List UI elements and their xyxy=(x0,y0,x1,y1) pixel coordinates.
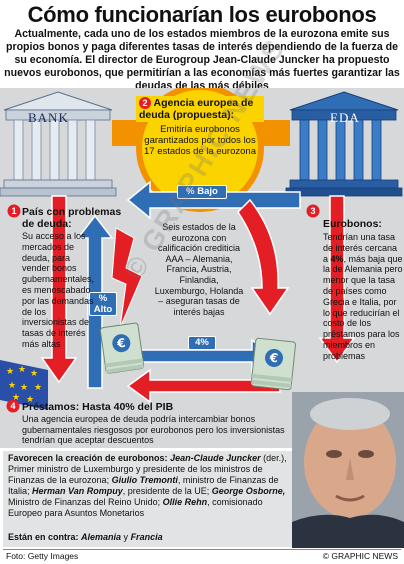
arrow-loans xyxy=(126,368,281,404)
svg-text:€: € xyxy=(115,336,126,351)
arrow-to-money xyxy=(237,198,290,316)
bank-building xyxy=(0,91,117,197)
supporter-2-role: , ministro de Finanzas de Italia; xyxy=(8,475,279,496)
step3-body-pre: Tendrían una tasa de interés cercana a xyxy=(323,232,398,264)
svg-text:★: ★ xyxy=(18,365,26,375)
step1-title-text: País con problemas de deuda: xyxy=(22,206,122,230)
svg-text:★: ★ xyxy=(30,369,38,379)
arrow-bank-down xyxy=(40,195,78,384)
supporter-3: Herman Van Rompuy xyxy=(32,486,123,496)
arrow-zigzag xyxy=(111,227,143,329)
step2-callout: 2 Agencia europea de deuda (propuesta): … xyxy=(136,96,264,159)
supporters-panel xyxy=(3,451,293,547)
eu-flag: ★ ★ ★ ★ ★ ★ ★ ★ xyxy=(0,360,48,410)
juncker-portrait xyxy=(292,392,404,548)
step3-body-post: , más baja que la de Alemania pero menor… xyxy=(323,253,403,361)
step3-badge: 3 xyxy=(307,205,319,217)
opponent-2: Francia xyxy=(130,532,163,542)
publisher-credit: © GRAPHIC NEWS xyxy=(322,551,398,561)
svg-text:★: ★ xyxy=(20,383,28,393)
step1-title: País con problemas de deuda: xyxy=(22,206,122,230)
pill-low: % Bajo xyxy=(177,185,227,199)
eda-label: EDA xyxy=(330,110,360,125)
aaa-states-text: Seis estados de la eurozona con califica… xyxy=(154,222,244,317)
step2-body: Emitiría eurobonos garantizados por todo… xyxy=(144,124,256,158)
footer-rule xyxy=(3,549,401,550)
opponent-1: Alemania xyxy=(81,532,122,542)
step2-title: Agencia europea de deuda (propuesta): xyxy=(139,97,254,122)
step2-title-row: 2 Agencia europea de deuda (propuesta): xyxy=(136,96,264,123)
svg-text:★: ★ xyxy=(12,393,20,403)
svg-text:★: ★ xyxy=(6,367,14,377)
intro-text: Actualmente, cada uno de los estados mie… xyxy=(4,28,400,92)
opponents-text: Están en contra: Alemania y Francia xyxy=(8,532,163,543)
step4-badge: 4 xyxy=(7,400,19,412)
step2-badge: 2 xyxy=(139,97,151,110)
supporter-1-note: (der.), xyxy=(260,453,287,463)
step3-body: Tendrían una tasa de interés cercana a 4… xyxy=(323,232,403,362)
opponents-joiner: y xyxy=(121,532,131,542)
supporter-2: Giulio Tremonti xyxy=(111,475,178,485)
step4-title: Préstamos: Hasta 40% del PIB xyxy=(22,401,174,413)
pill-high: % Alto xyxy=(89,292,117,316)
page-title: Cómo funcionarían los eurobonos xyxy=(27,2,377,27)
step3-body-bold: 4% xyxy=(330,253,344,264)
arrow-eda-down xyxy=(318,195,356,364)
supporter-1-role: Primer ministro de Luxemburgo y presiden… xyxy=(8,464,263,485)
supporter-3-role: , presidente de la UE; xyxy=(122,486,212,496)
supporter-1: Jean-Claude Juncker xyxy=(170,453,261,463)
supporter-5-role: , comisionado Europeo para Asuntos Monet… xyxy=(8,497,263,518)
svg-text:★: ★ xyxy=(26,395,34,405)
step3-title: Eurobonos: xyxy=(323,218,382,230)
pill-high-label: % Alto xyxy=(93,293,113,315)
eda-building xyxy=(285,91,403,197)
opponents-lead: Están en contra: xyxy=(8,532,82,542)
svg-text:★: ★ xyxy=(34,383,42,393)
step4-body: Una agencia europea de deuda podría inte… xyxy=(22,414,285,446)
step1-body: Su acceso a los mercados de deuda, para … xyxy=(22,231,95,349)
photo-credit: Foto: Getty Images xyxy=(6,551,79,561)
supporters-text: Favorecen la creación de eurobonos: Jean… xyxy=(8,453,290,519)
money-stack-right: € xyxy=(250,337,296,391)
pill-four: 4% xyxy=(188,336,216,350)
supporters-lead: Favorecen la creación de eurobonos: xyxy=(8,453,171,463)
svg-text:€: € xyxy=(268,350,279,365)
money-stack-left: € xyxy=(99,322,145,374)
supporter-4-role: Ministro de Finanzas del Reino Unido; xyxy=(8,497,163,507)
svg-text:★: ★ xyxy=(8,381,16,391)
supporter-5: Ollie Rehn xyxy=(162,497,208,507)
bank-label: BANK xyxy=(28,110,69,125)
step1-badge: 1 xyxy=(8,205,20,217)
supporter-4: George Osborne, xyxy=(211,486,286,496)
